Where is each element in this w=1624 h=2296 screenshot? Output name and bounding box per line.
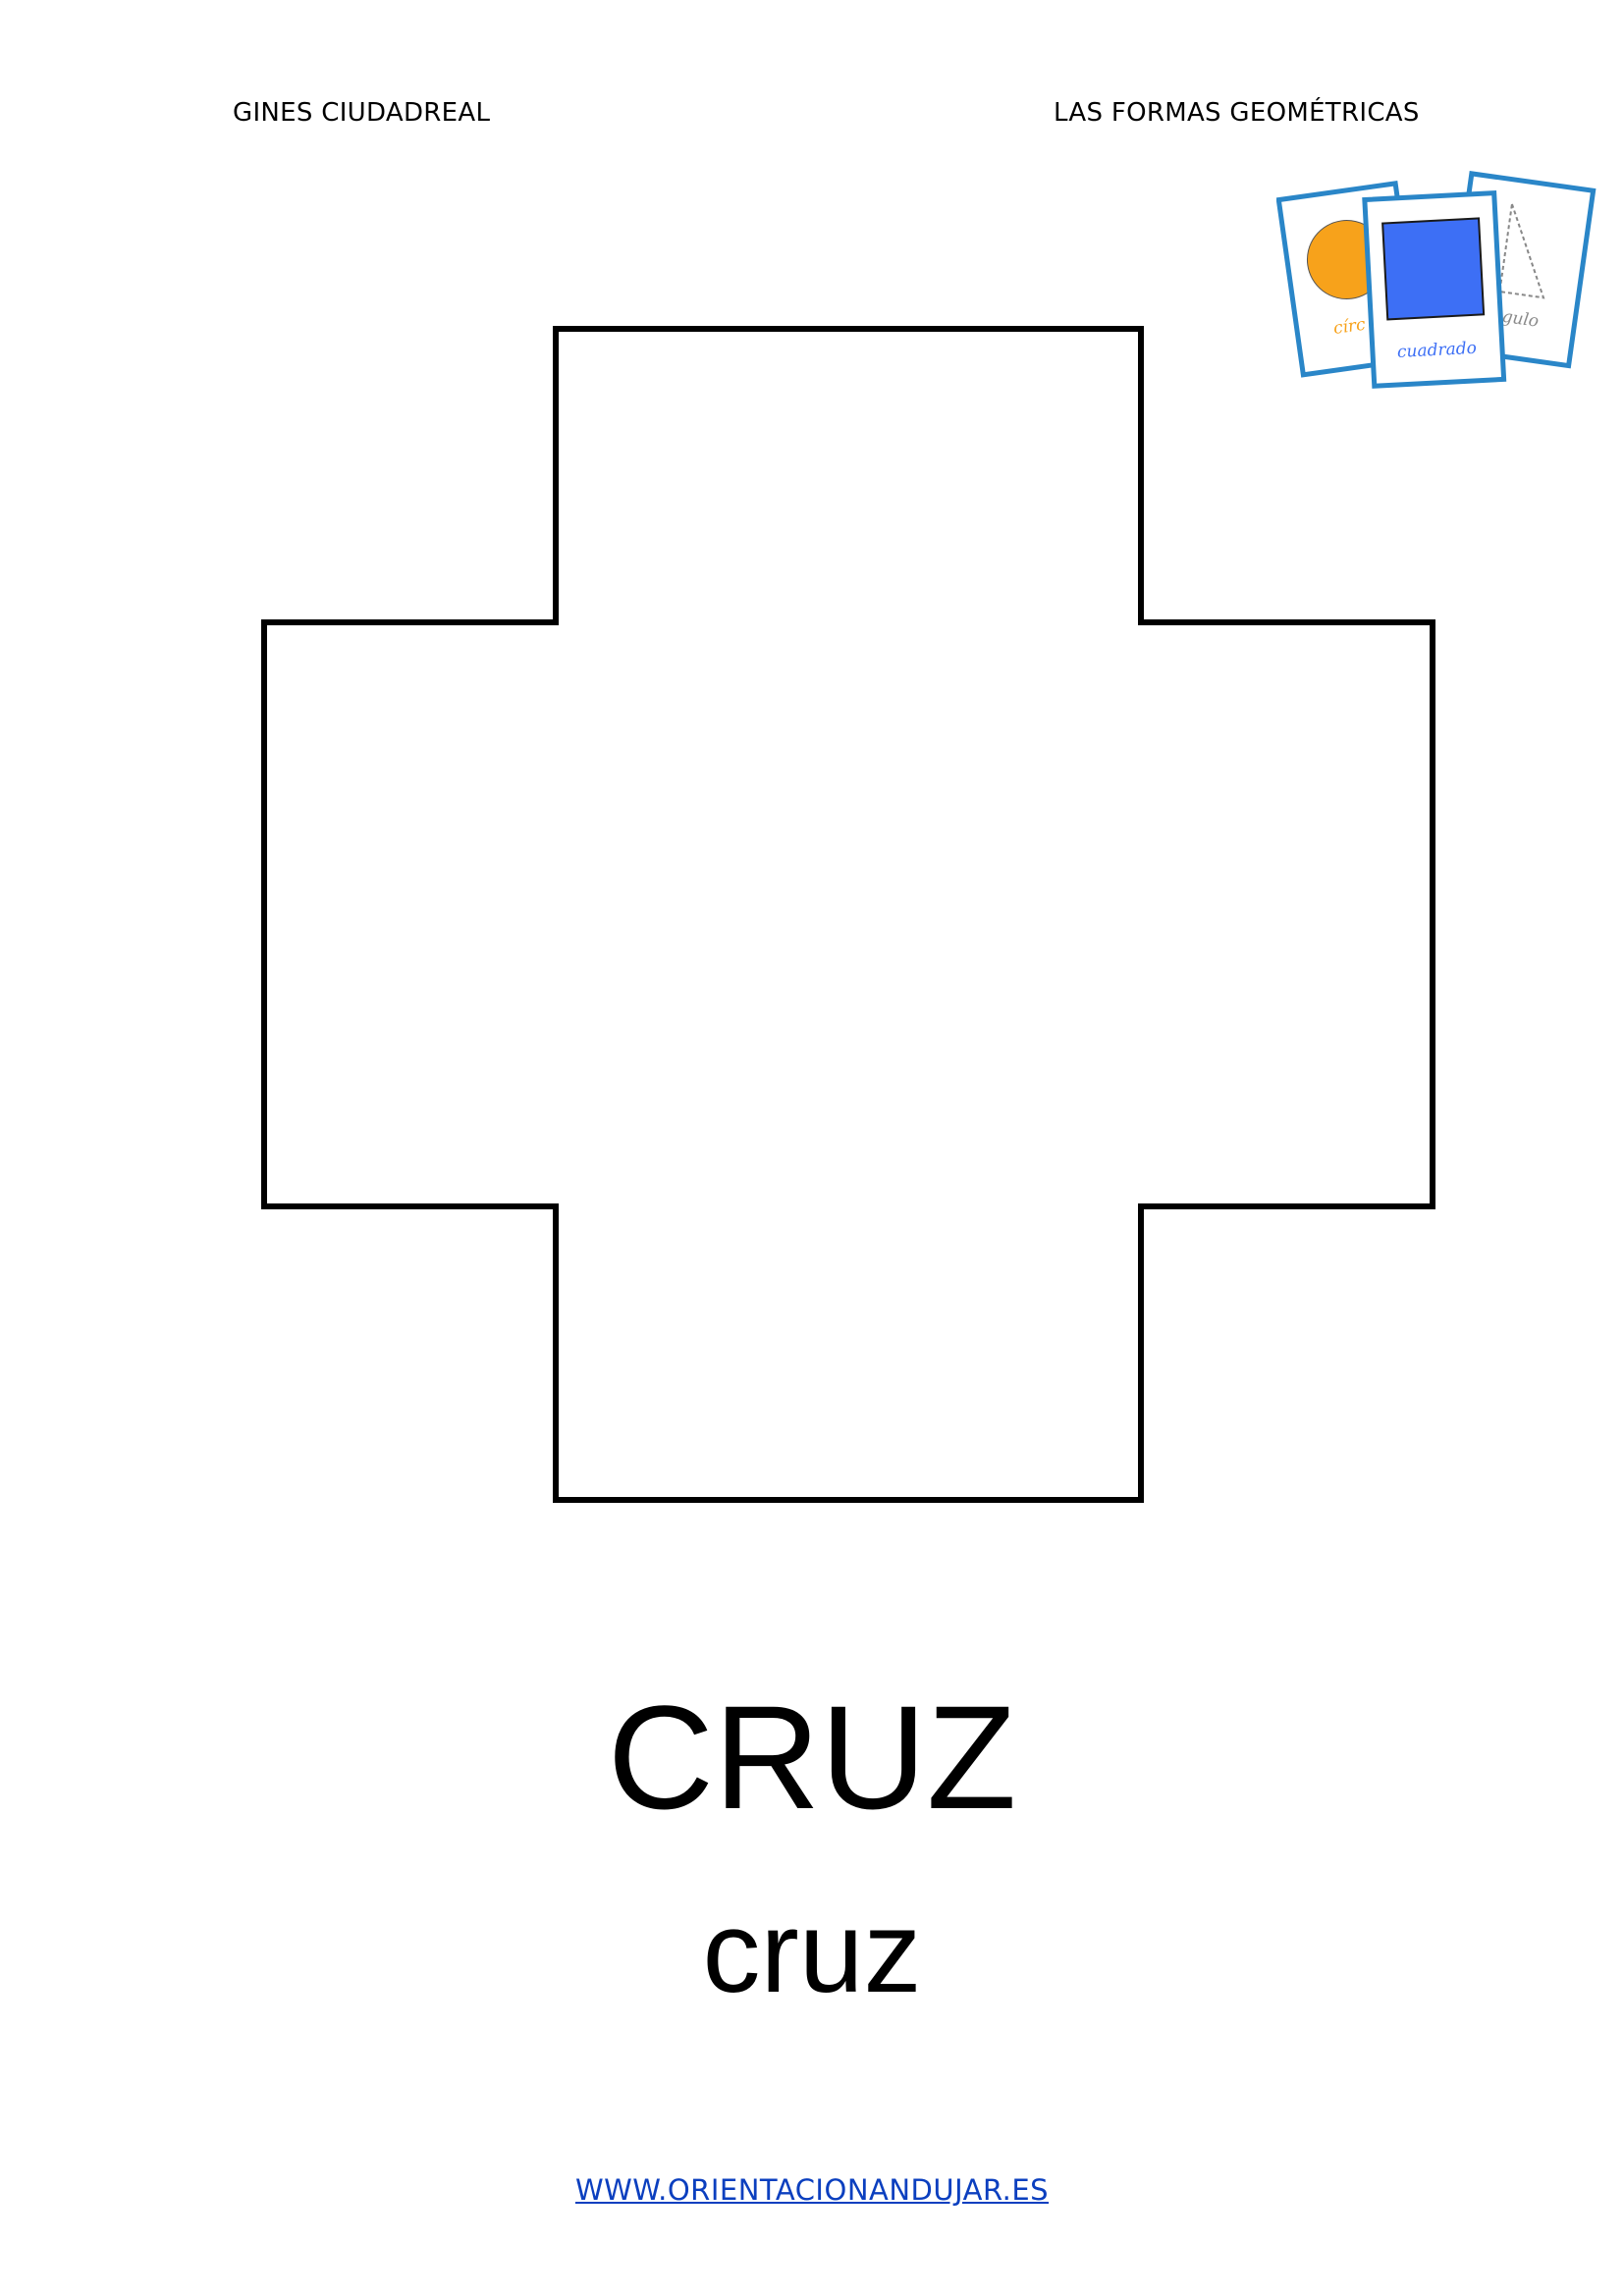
square-icon [1381,217,1486,321]
header-author: GINES CIUDADREAL [233,98,491,128]
shape-cards-icon: círc ngulo cuadrado [1276,171,1597,389]
website-link[interactable]: WWW.ORIENTACIONANDUJAR.ES [574,2173,1050,2207]
card-square-label: cuadrado [1397,339,1478,362]
cross-outline-icon [261,326,1435,1503]
card-circle-label: círc [1332,315,1368,339]
cross-shape [261,326,1435,1503]
header-subject: LAS FORMAS GEOMÉTRICAS [1054,98,1420,128]
shape-name-uppercase: CRUZ [607,1675,1017,1840]
triangle-icon [1498,203,1545,299]
shape-name-lowercase: cruz [702,1888,922,2017]
footer: WWW.ORIENTACIONANDUJAR.ES [0,2173,1624,2207]
